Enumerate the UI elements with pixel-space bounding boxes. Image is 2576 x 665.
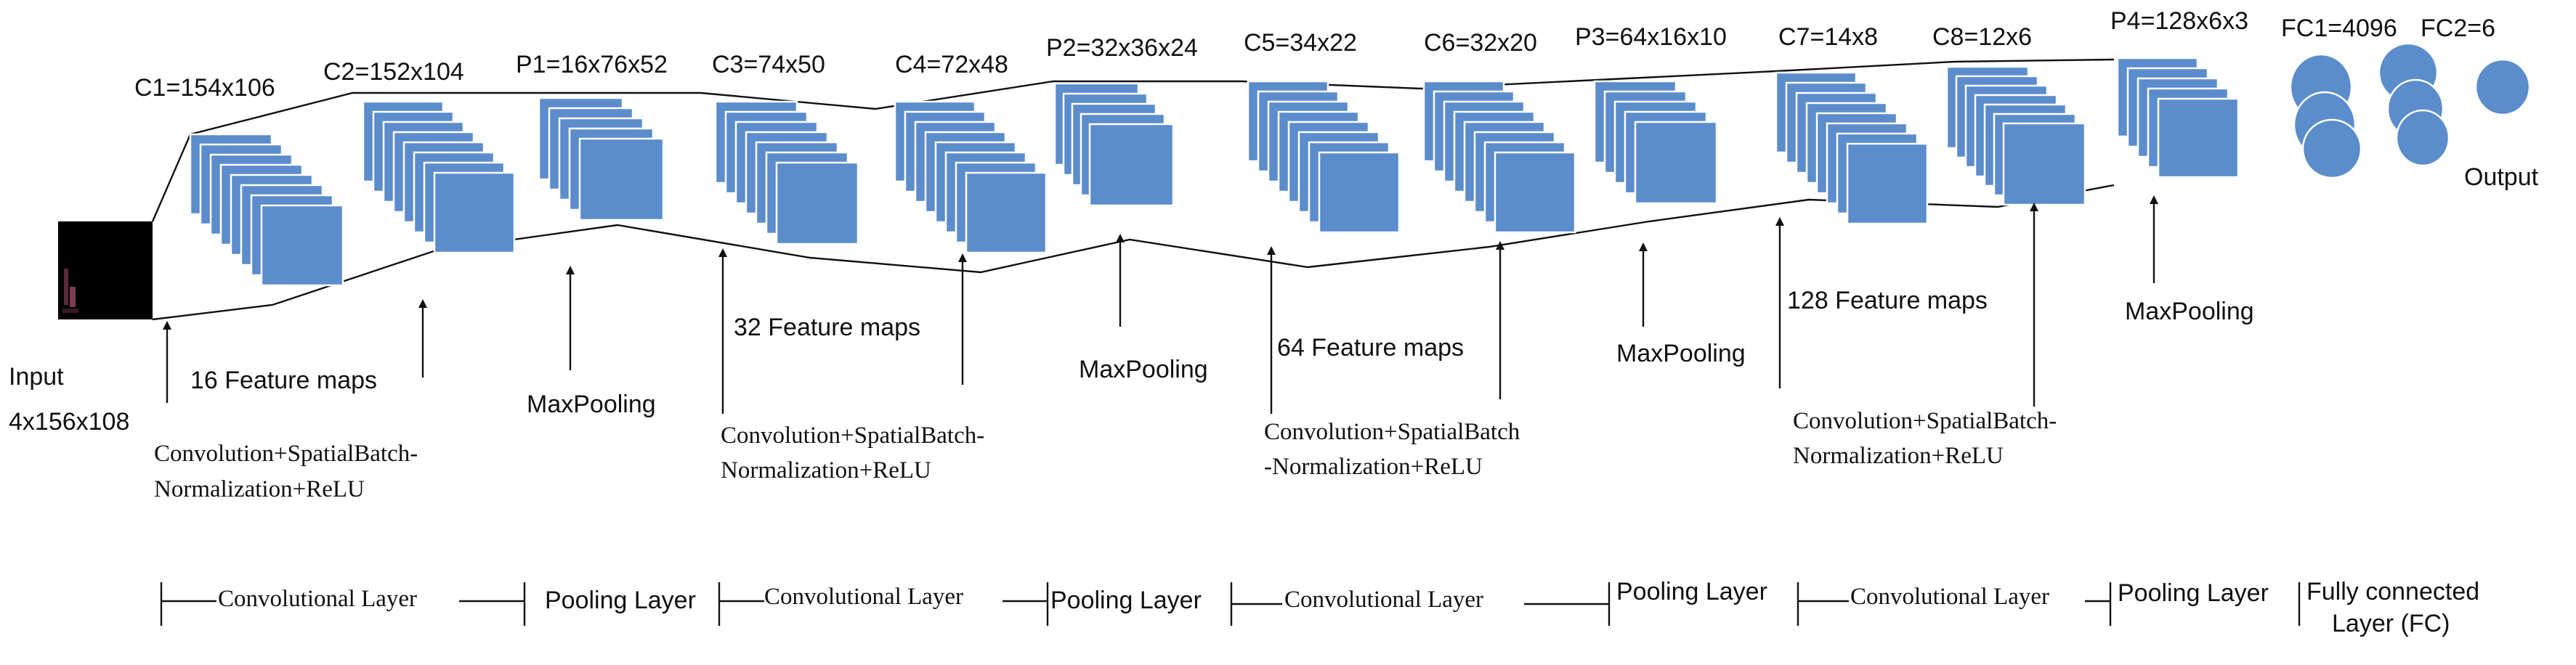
stage-label-c8: C8=12x6 (1932, 23, 2032, 51)
maxpooling-label-1: MaxPooling (527, 391, 656, 418)
stage-label-c5: C5=34x22 (1244, 29, 1357, 57)
feature-map-stack-c3 (714, 100, 859, 245)
stage-label-c1: C1=154x106 (134, 74, 275, 102)
group-label-conv-2: Convolutional Layer (764, 584, 963, 610)
fc-layers (2289, 42, 2531, 179)
feature-map (260, 204, 344, 287)
conv-op-label-2-line2: Normalization+ReLU (721, 457, 931, 484)
group-label-pool-3: Pooling Layer (1616, 578, 1767, 605)
feature-map (775, 161, 859, 245)
conv-op-label-1-line2: Normalization+ReLU (154, 476, 365, 502)
feature-map-stack-c7 (1775, 71, 1929, 225)
feature-map (1318, 151, 1401, 234)
feature-map (2002, 122, 2086, 206)
feature-map (433, 171, 516, 254)
group-label-pool-4: Pooling Layer (2118, 579, 2269, 607)
stage-label-fc1: FC1=4096 (2281, 15, 2397, 42)
maxpooling-label-3: MaxPooling (1616, 340, 1746, 367)
group-label-pool-1: Pooling Layer (545, 587, 696, 614)
feature-map-stacks (189, 57, 2240, 287)
stage-label-p1: P1=16x76x52 (516, 51, 668, 78)
layer-group-bar: Convolutional Layer Pooling Layer Convol… (160, 578, 2479, 637)
stage-label-c6: C6=32x20 (1424, 29, 1537, 57)
stage-label-fc2: FC2=6 (2421, 15, 2495, 42)
fc1-neuron (2301, 118, 2362, 179)
feature-map-stack-c6 (1422, 80, 1576, 234)
maxpooling-label-4: MaxPooling (2125, 298, 2254, 325)
feature-maps-128: 128 Feature maps (1787, 287, 1988, 314)
conv-op-label-3-line1: Convolution+SpatialBatch (1264, 419, 1520, 445)
maxpooling-label-2: MaxPooling (1079, 356, 1208, 383)
feature-map-stack-p3 (1593, 80, 1718, 205)
feature-maps-16: 16 Feature maps (190, 367, 377, 394)
output-neuron (2474, 58, 2531, 116)
feature-map (1634, 121, 1718, 205)
conv-op-label-1-line1: Convolution+SpatialBatch- (154, 441, 418, 467)
top-outline (151, 58, 2115, 222)
annotation-arrows (163, 195, 2158, 414)
stage-label-p2: P2=32x36x24 (1046, 34, 1198, 62)
input-image-content (64, 269, 68, 305)
feature-map-stack-c1 (189, 133, 344, 287)
stage-labels: C1=154x106 C2=152x104 P1=16x76x52 C3=74x… (134, 7, 2539, 191)
feature-map (578, 137, 665, 221)
feature-map-stack-c5 (1247, 80, 1401, 234)
feature-map (1088, 123, 1175, 207)
input-image-content (70, 287, 76, 307)
feature-map-stack-c2 (362, 100, 516, 254)
stage-label-p4: P4=128x6x3 (2110, 7, 2248, 35)
input-label: Input (9, 363, 64, 391)
feature-map-stack-c4 (894, 100, 1048, 254)
conv-op-label-4-line1: Convolution+SpatialBatch- (1793, 408, 2057, 434)
conv-op-label-3-line2: -Normalization+ReLU (1264, 454, 1483, 480)
feature-map (1846, 142, 1929, 225)
feature-map-stack-p1 (538, 97, 665, 221)
group-label-pool-2: Pooling Layer (1050, 587, 1202, 614)
group-label-fc-line1: Fully connected (2306, 578, 2479, 605)
stage-label-p3: P3=64x16x10 (1575, 23, 1727, 51)
feature-maps-64: 64 Feature maps (1277, 334, 1464, 362)
stage-label-c3: C3=74x50 (712, 51, 825, 78)
group-label-conv-1: Convolutional Layer (218, 586, 417, 612)
stage-label-c2: C2=152x104 (323, 58, 464, 86)
feature-maps-32: 32 Feature maps (734, 314, 920, 341)
stage-label-c4: C4=72x48 (895, 51, 1008, 78)
conv-op-label-4-line2: Normalization+ReLU (1793, 443, 2004, 469)
conv-op-label-2-line1: Convolution+SpatialBatch- (721, 423, 984, 449)
feature-map (1494, 151, 1576, 234)
feature-map-stack-p2 (1053, 82, 1175, 207)
group-label-conv-4: Convolutional Layer (1850, 584, 2049, 610)
input-image-content (62, 309, 78, 313)
output-label: Output (2464, 163, 2539, 191)
stage-label-c7: C7=14x8 (1778, 23, 1878, 51)
feature-map (965, 171, 1048, 254)
input-size-label: 4x156x108 (9, 408, 129, 436)
group-label-conv-3: Convolutional Layer (1284, 587, 1483, 613)
fc2-neuron (2395, 109, 2450, 167)
feature-map-stack-c8 (1945, 65, 2086, 206)
group-label-fc-line2: Layer (FC) (2332, 610, 2450, 637)
feature-map-stack-p4 (2116, 57, 2240, 179)
input-image (58, 221, 153, 319)
feature-map (2157, 97, 2240, 179)
